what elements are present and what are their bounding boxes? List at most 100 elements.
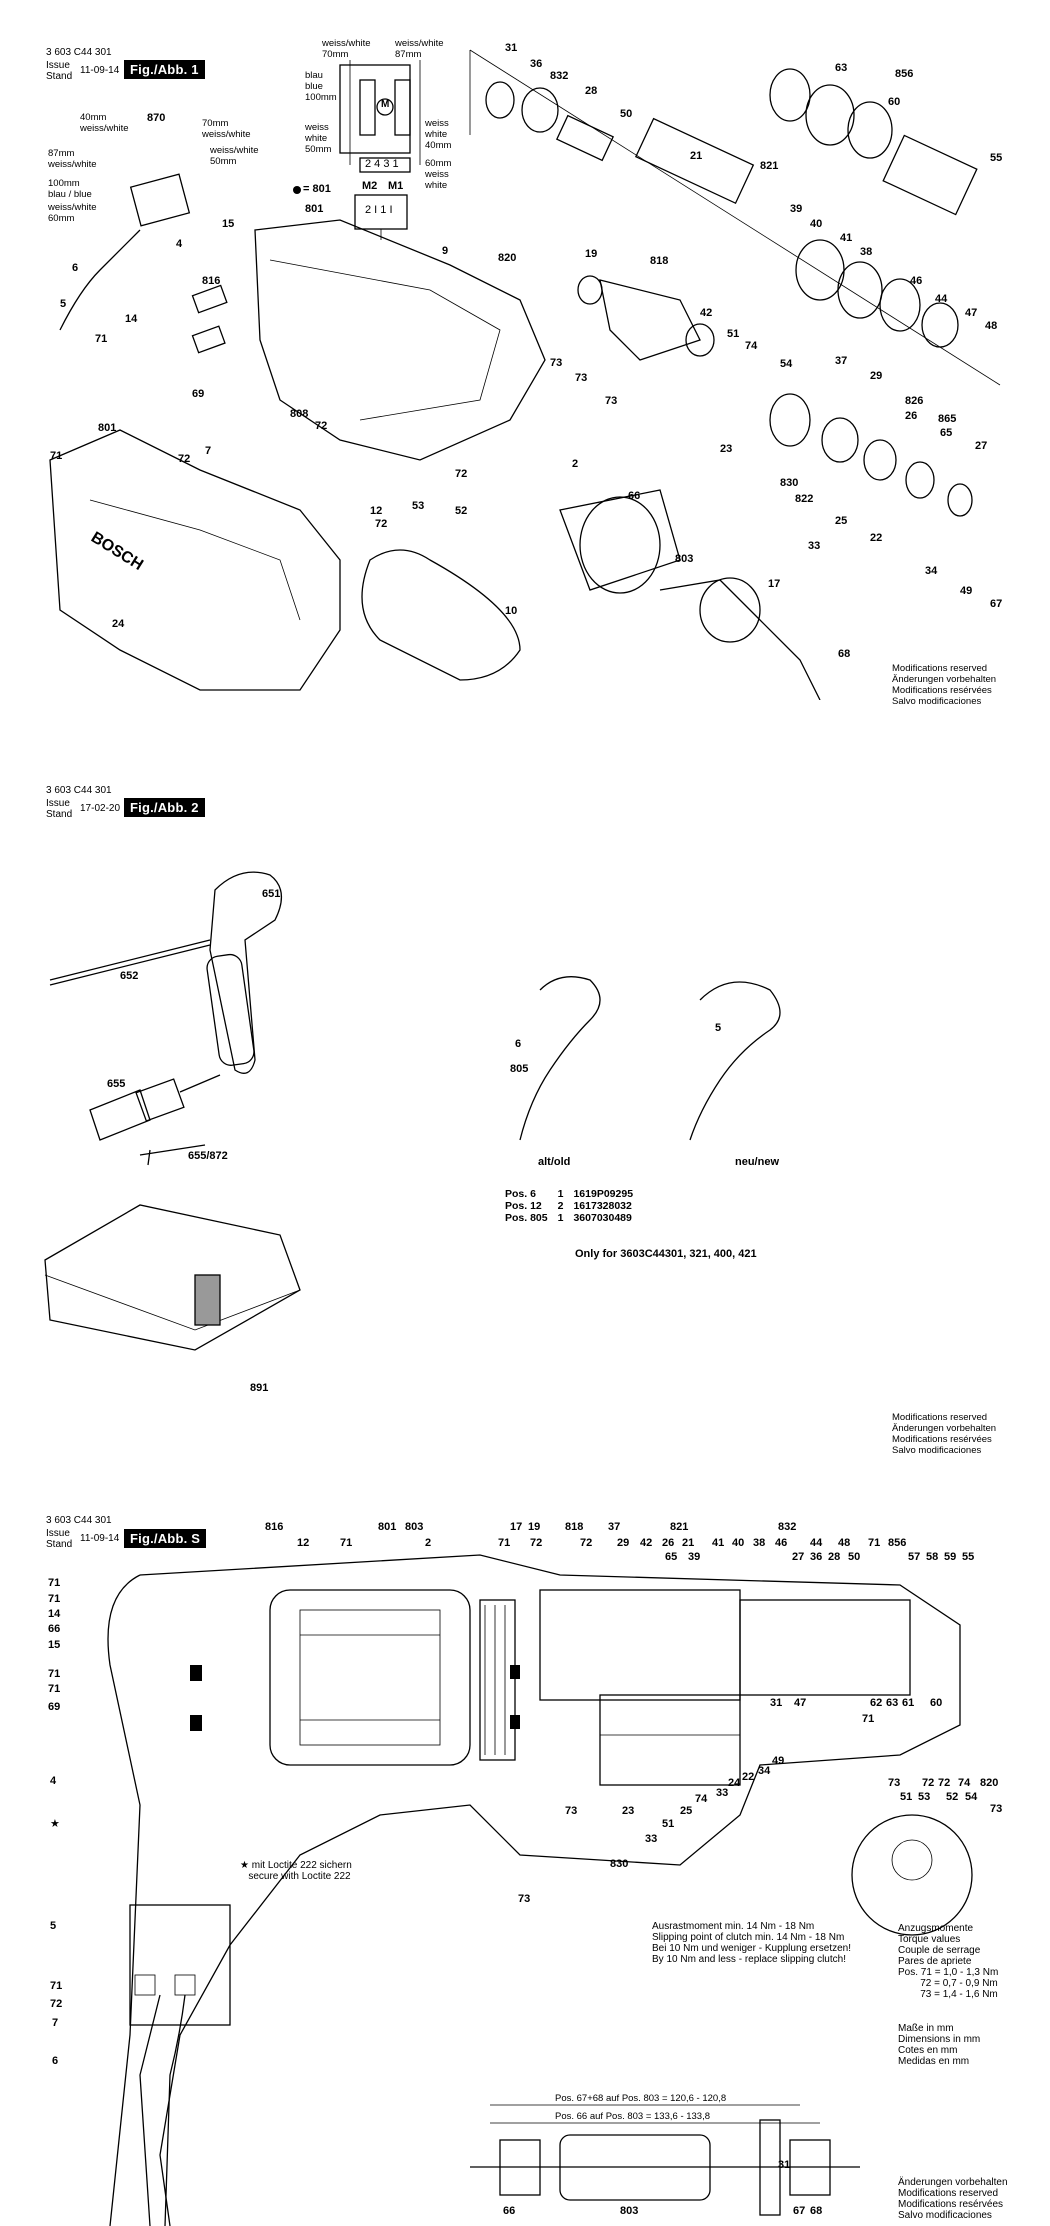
- alt-old-label: alt/old: [538, 1156, 571, 1168]
- figure-2-drawing: [44, 871, 781, 1351]
- part-label: 24: [112, 618, 125, 630]
- part-label: 37: [835, 355, 848, 367]
- dimension-67-68: Pos. 67+68 auf Pos. 803 = 120,6 - 120,8: [555, 2093, 727, 2104]
- part-label: 856: [895, 68, 914, 80]
- part-label: 52: [455, 505, 468, 517]
- switch-wire-a: 87mm weiss/white: [48, 148, 97, 170]
- table-cell: Pos. 6: [505, 1188, 536, 1200]
- part-label: 73: [990, 1803, 1003, 1815]
- part-label: 55: [990, 152, 1003, 164]
- part-label: 47: [965, 307, 978, 319]
- table-cell: 3607030489: [573, 1212, 632, 1224]
- part-label: 33: [716, 1787, 729, 1799]
- part-label: 66: [48, 1623, 61, 1635]
- part-label: 49: [960, 585, 973, 597]
- part-label: 67: [793, 2205, 806, 2217]
- part-label: 803: [620, 2205, 639, 2217]
- part-label: 53: [918, 1791, 931, 1803]
- part-label: 2: [425, 1537, 432, 1549]
- figure-2-sheet: 3 603 C44 301 Issue Stand 17-02-20 Fig./…: [0, 770, 1050, 1470]
- table-row: Pos. 12 2 1617328032: [505, 1200, 643, 1212]
- part-label: 865: [938, 413, 957, 425]
- part-label: 40: [732, 1537, 745, 1549]
- figure-label: Fig./Abb. 2: [124, 798, 205, 817]
- part-label: 51: [900, 1791, 913, 1803]
- table-cell: 1: [557, 1188, 564, 1200]
- mod-line: Modifications reserved: [892, 1412, 988, 1423]
- part-label: 12: [370, 505, 383, 517]
- part-label: 34: [758, 1765, 771, 1777]
- part-label: 73: [888, 1777, 901, 1789]
- part-label: 73: [605, 395, 618, 407]
- part-label: 655: [107, 1078, 126, 1090]
- part-label: 54: [780, 358, 793, 370]
- part-label: 44: [935, 293, 948, 305]
- part-label: 820: [980, 1777, 999, 1789]
- doc-number: 3 603 C44 301: [46, 785, 112, 796]
- part-label: 801: [378, 1521, 397, 1533]
- part-label: 39: [790, 203, 803, 215]
- stand-label: Stand: [46, 809, 73, 820]
- wire-white-50: weiss white 50mm: [305, 122, 332, 155]
- part-label: 52: [946, 1791, 959, 1803]
- part-label: 24: [728, 1777, 741, 1789]
- figure-1-drawing: BOSCH: [49, 49, 1001, 700]
- mod-line: Salvo modificaciones: [892, 1445, 982, 1456]
- part-label: 818: [565, 1521, 584, 1533]
- figure-s-sheet: 3 603 C44 301 Issue Stand 11-09-14 Fig./…: [0, 1515, 1050, 2226]
- part-label: 7: [205, 445, 212, 457]
- clutch-note: Ausrastmoment min. 14 Nm - 18 Nm Slippin…: [652, 1921, 852, 1965]
- switch-wire-f: 40mm weiss/white: [80, 112, 129, 134]
- part-label: 60: [930, 1697, 943, 1709]
- wire-white-60: 60mm weiss white: [425, 158, 452, 191]
- part-label: 40: [810, 218, 823, 230]
- issue-label: Issue: [46, 798, 70, 809]
- switch-wire-e: 70mm weiss/white: [202, 118, 251, 140]
- switch-wire-d: weiss/white 50mm: [210, 145, 259, 167]
- part-label: 22: [870, 532, 883, 544]
- part-label: 5: [715, 1022, 722, 1034]
- part-label: 31: [778, 2159, 791, 2171]
- part-label: 822: [795, 493, 814, 505]
- part-label: 46: [775, 1537, 788, 1549]
- bottom-terminals: 2 I 1 I: [365, 204, 393, 216]
- part-label: 71: [48, 1577, 61, 1589]
- part-label: 61: [902, 1697, 915, 1709]
- part-label: 28: [585, 85, 598, 97]
- part-label: 19: [585, 248, 598, 260]
- part-label: 830: [780, 477, 799, 489]
- part-label: 21: [690, 150, 703, 162]
- part-label: 803: [405, 1521, 424, 1533]
- table-cell: 1617328032: [573, 1200, 632, 1212]
- part-label: 71: [95, 333, 108, 345]
- terminal-numbers: 2 4 3 1: [365, 158, 399, 170]
- part-label: 821: [760, 160, 779, 172]
- part-label: 68: [838, 648, 851, 660]
- modifications-note-1: Modifications reserved Änderungen vorbeh…: [892, 663, 996, 707]
- part-label: 816: [265, 1521, 284, 1533]
- wire-white-70: weiss/white 70mm: [322, 38, 371, 60]
- part-label: 23: [720, 443, 733, 455]
- wire-white-40: weiss white 40mm: [425, 118, 452, 151]
- part-label: 51: [662, 1818, 675, 1830]
- part-label: 73: [518, 1893, 531, 1905]
- mod-line: Änderungen vorbehalten: [892, 674, 997, 685]
- torque-note: Anzugsmomente Torque values Couple de se…: [898, 1923, 999, 2000]
- part-label: 31: [505, 42, 518, 54]
- part-label: 71: [862, 1713, 875, 1725]
- part-label: 71: [48, 1593, 61, 1605]
- part-label: 25: [680, 1805, 693, 1817]
- motor-symbol: M: [381, 99, 390, 110]
- part-label: 808: [290, 408, 309, 420]
- part-label: 71: [48, 1668, 61, 1680]
- part-label: 14: [48, 1608, 61, 1620]
- table-row: Pos. 6 1 1619P09295: [505, 1188, 643, 1200]
- wiring-schematic: [339, 60, 421, 240]
- issue-date: 11-09-14: [80, 65, 120, 76]
- part-label: 69: [192, 388, 205, 400]
- figure-label: Fig./Abb. S: [124, 1529, 207, 1548]
- part-label: 801: [305, 203, 324, 215]
- part-label: 5: [50, 1920, 57, 1932]
- part-label: 6: [515, 1038, 522, 1050]
- table-cell: Pos. 12: [505, 1200, 542, 1212]
